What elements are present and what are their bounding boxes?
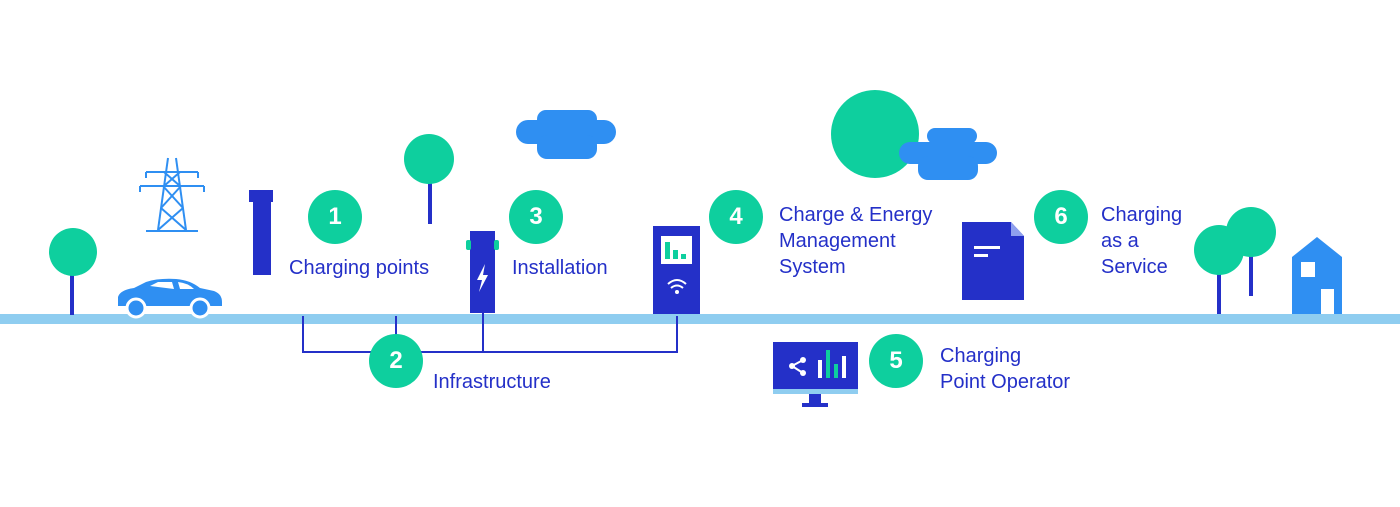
step-label-line: Point Operator xyxy=(940,371,1071,393)
step-badge-5: 5 xyxy=(869,334,923,388)
house-icon xyxy=(1292,237,1342,314)
step-label-4: Charge & Energy Management System xyxy=(779,202,932,280)
step-badge-1: 1 xyxy=(308,190,362,244)
step-label-line: Charging xyxy=(1101,204,1183,226)
step-label-3: Installation xyxy=(512,255,608,281)
charging-post-icon xyxy=(249,190,273,275)
tree-icon xyxy=(49,228,97,315)
step-label-line: Management xyxy=(779,230,896,252)
charging-station-icon xyxy=(653,226,700,314)
step-label-5: Charging Point Operator xyxy=(940,343,1070,395)
sun-circle xyxy=(831,90,919,178)
cloud-icon xyxy=(899,128,997,180)
ground-line xyxy=(0,314,1400,324)
tree-icon xyxy=(404,134,454,224)
step-badge-2: 2 xyxy=(369,334,423,388)
step-label-line: Charging xyxy=(940,345,1022,367)
step-label-6: Charging as a Service xyxy=(1101,202,1182,280)
cloud-icon xyxy=(516,110,616,159)
tree-icon xyxy=(1194,225,1244,314)
step-label-line: Service xyxy=(1101,256,1168,278)
step-label-2: Infrastructure xyxy=(433,369,551,395)
step-badge-6: 6 xyxy=(1034,190,1088,244)
step-label-line: System xyxy=(779,256,846,278)
step-label-line: Charge & Energy xyxy=(779,204,933,226)
step-label-line: Infrastructure xyxy=(433,371,551,393)
step-badge-4: 4 xyxy=(709,190,763,244)
pylon-icon xyxy=(139,157,205,232)
step-badge-3: 3 xyxy=(509,190,563,244)
step-label-line: Installation xyxy=(512,257,608,279)
step-label-1: Charging points xyxy=(289,255,429,281)
monitor-icon xyxy=(773,342,858,407)
step-label-line: as a xyxy=(1101,230,1139,252)
document-icon xyxy=(962,222,1024,300)
car-icon xyxy=(118,278,222,319)
wallbox-icon xyxy=(466,231,499,313)
step-label-line: Charging points xyxy=(289,257,430,279)
